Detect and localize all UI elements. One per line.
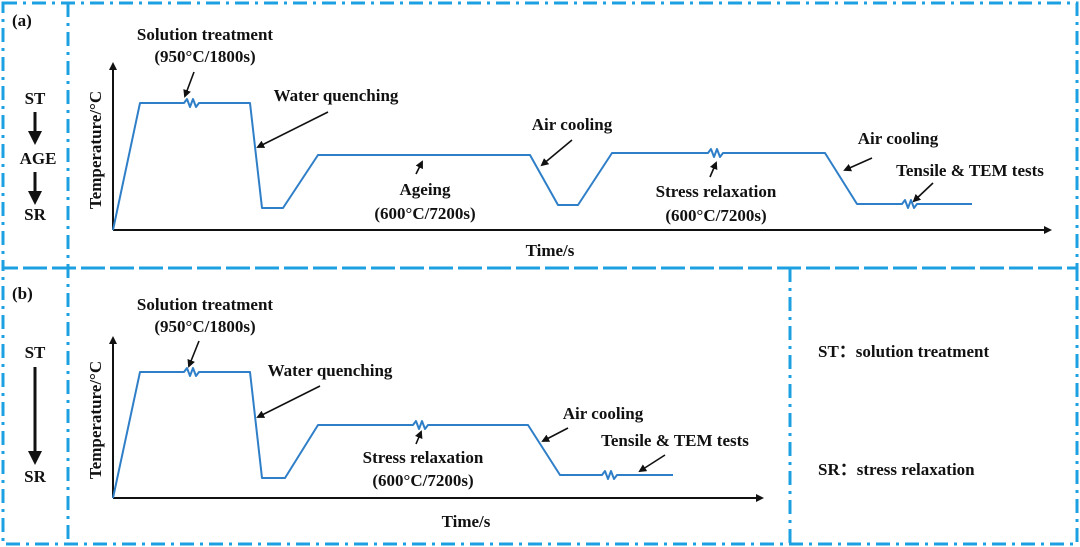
stress-relaxation-cond: (600°C/7200s) — [372, 471, 473, 490]
flow-age: AGE — [20, 149, 57, 168]
pointer-arrow-icon — [638, 454, 666, 473]
y-axis-label: Temperature/°C — [86, 361, 105, 479]
temperature-curve — [112, 98, 972, 231]
flow-st: ST — [25, 89, 46, 108]
y-axis-label: Temperature/°C — [86, 91, 105, 209]
solution-label: Solution treatment — [137, 25, 273, 44]
panel-a-tag: (a) — [12, 11, 32, 30]
pointer-arrow-icon — [415, 430, 423, 445]
panel-b-frame — [1, 266, 1079, 546]
x-axis-label: Time/s — [442, 512, 491, 531]
pointer-arrow-icon — [912, 182, 934, 203]
flow-st: ST — [25, 343, 46, 362]
pointer-arrow-icon — [415, 160, 423, 175]
stress-relaxation-label: Stress relaxation — [656, 182, 777, 201]
flow-sr: SR — [24, 467, 46, 486]
tests-label: Tensile & TEM tests — [601, 431, 749, 450]
solution-cond: (950°C/1800s) — [154, 47, 255, 66]
stress-relaxation-label: Stress relaxation — [363, 448, 484, 467]
pointer-arrow-icon — [541, 427, 569, 442]
panel-a-frame — [1, 1, 1079, 270]
air-cooling-label: Air cooling — [563, 404, 644, 423]
pointer-arrow-icon — [540, 139, 573, 167]
pointer-arrow-icon — [256, 385, 321, 418]
legend: ST：solution treatment SR：stress relaxati… — [818, 342, 989, 479]
pointer-arrow-icon — [256, 111, 329, 148]
flow-sr: SR — [24, 205, 46, 224]
legend-st: ST：solution treatment — [818, 342, 989, 361]
pointer-arrow-icon — [183, 71, 195, 98]
pointer-arrow-icon — [843, 157, 873, 172]
x-axis-label: Time/s — [526, 241, 575, 260]
water-quenching-label: Water quenching — [268, 361, 393, 380]
ageing-label: Ageing — [400, 180, 452, 199]
temperature-curve — [112, 367, 673, 499]
solution-cond: (950°C/1800s) — [154, 317, 255, 336]
legend-sr: SR：stress relaxation — [818, 460, 975, 479]
panel-b-tag: (b) — [12, 284, 33, 303]
panel-a: (a) ST AGE SR Temperature/°C Time/s Solu… — [12, 11, 1052, 260]
water-quenching-label: Water quenching — [274, 86, 399, 105]
ageing-cond: (600°C/7200s) — [374, 204, 475, 223]
solution-label: Solution treatment — [137, 295, 273, 314]
pointer-arrow-icon — [709, 161, 718, 178]
pointer-arrow-icon — [187, 340, 200, 368]
air-cooling-label-1: Air cooling — [532, 115, 613, 134]
stress-relaxation-cond: (600°C/7200s) — [665, 206, 766, 225]
panel-b: (b) ST SR Temperature/°C Time/s Solution… — [12, 284, 764, 531]
tests-label: Tensile & TEM tests — [896, 161, 1044, 180]
air-cooling-label-2: Air cooling — [858, 129, 939, 148]
